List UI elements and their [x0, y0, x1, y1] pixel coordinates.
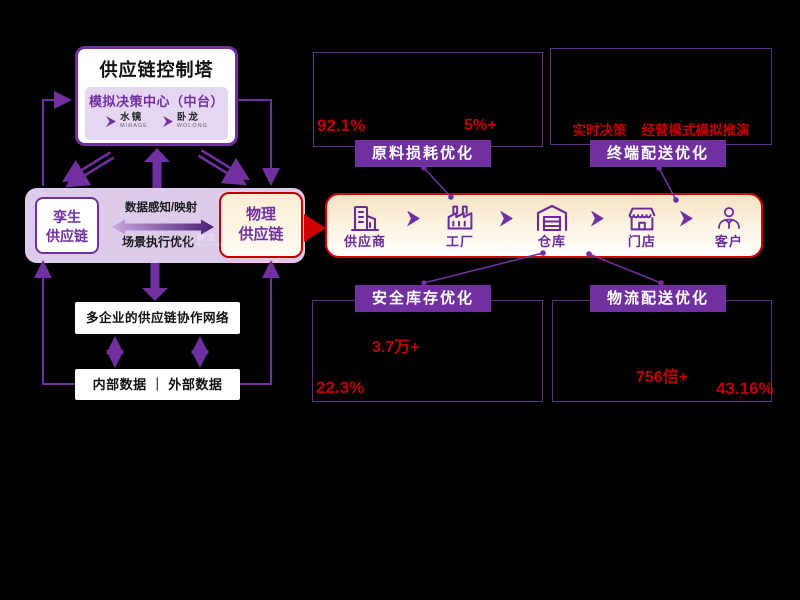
stat-business-model-simulation: 经营模式模拟推演 — [641, 123, 750, 138]
mirage-logo-latin: MIRAGE — [120, 122, 148, 129]
stat-5-plus: 5%+ — [464, 117, 497, 134]
thick-down-arrow-shaft — [150, 263, 160, 289]
mirage-logo-icon — [106, 115, 117, 127]
stat-realtime-decision: 实时决策 — [572, 123, 627, 138]
logistics-optimization-label: 物流配送优化 — [590, 285, 726, 312]
warehouse-icon — [536, 204, 568, 232]
stat-756x-plus: 756倍+ — [636, 369, 689, 386]
store-icon — [628, 207, 656, 231]
thick-up-arrow-head — [144, 148, 170, 162]
loop-data-to-physical — [240, 260, 280, 385]
twin-line2: 供应链 — [46, 227, 88, 244]
wolong-logo-name: 卧龙 — [176, 112, 200, 123]
supply-chain-strip: 供应商 工厂 仓库 — [325, 193, 763, 258]
diagonal-arrow-right — [197, 154, 247, 186]
chain-arrow-icon — [679, 210, 693, 227]
chain-item-factory: 工厂 — [441, 203, 479, 248]
stat-22-3: 22.3% — [316, 378, 365, 397]
building-icon — [350, 205, 380, 232]
diagonal-arrow-left — [65, 156, 115, 188]
wolong-watermark: 卧龙 WOLONG — [186, 234, 224, 248]
chain-item-customer: 客户 — [714, 203, 744, 248]
twin-supply-chain-box: 孪生 供应链 — [35, 197, 99, 254]
diagonal-arrow-right — [200, 149, 250, 181]
stat-37k-plus: 3.7万+ — [372, 339, 420, 356]
wolong-watermark-icon — [186, 236, 195, 245]
chain-arrow-icon — [590, 210, 604, 227]
scenario-execution-label: 场景执行优化 — [121, 235, 194, 249]
physical-line1: 物理 — [245, 206, 276, 223]
mirage-logo-name: 水镜 — [120, 112, 144, 123]
chain-item-warehouse: 仓库 — [534, 203, 570, 248]
connector-chain-to-logistics — [588, 253, 662, 284]
customer-icon — [718, 207, 740, 229]
loop-tower-to-physical — [238, 99, 280, 186]
thick-up-arrow-shaft — [152, 161, 162, 188]
chain-item-supplier: 供应商 — [344, 203, 386, 248]
safety-stock-optimization-label: 安全库存优化 — [355, 285, 491, 312]
internal-external-data-box: 内部数据 ｜ 外部数据 — [75, 369, 240, 400]
mirage-logo: 水镜 MIRAGE — [105, 113, 148, 129]
wolong-logo-latin: WOLONG — [176, 122, 208, 129]
wolong-logo: 卧龙 WOLONG — [162, 113, 208, 129]
loop-data-to-twin — [34, 260, 75, 385]
red-arrow-to-chain — [304, 214, 326, 242]
collaboration-network-box: 多企业的供应链协作网络 — [75, 302, 240, 334]
physical-line2: 供应链 — [238, 226, 284, 244]
wolong-logo-icon — [162, 115, 173, 127]
chain-item-store: 门店 — [625, 203, 659, 248]
loop-band-to-tower — [42, 91, 72, 186]
physical-supply-chain-box: 物理 供应链 — [219, 192, 303, 258]
thick-down-arrow-head — [142, 288, 168, 301]
stat-43-16: 43.16% — [716, 379, 774, 398]
control-tower-title: 供应链控制塔 — [99, 60, 214, 80]
raw-material-optimization-label: 原料损耗优化 — [355, 140, 491, 167]
decision-center-title: 模拟决策中心（中台） — [88, 94, 224, 109]
factory-icon — [447, 205, 473, 230]
data-perception-label: 数据感知/映射 — [124, 202, 198, 214]
control-tower-box: 供应链控制塔 模拟决策中心（中台） 水镜 MIRAGE 卧龙 — [75, 46, 238, 146]
terminal-delivery-optimization-label: 终端配送优化 — [590, 140, 726, 167]
stat-92-1: 92.1% — [317, 116, 366, 135]
twin-line1: 孪生 — [53, 209, 81, 225]
chain-arrow-icon — [499, 210, 513, 227]
diagonal-arrow-left — [61, 151, 112, 183]
chain-arrow-icon — [407, 210, 420, 227]
decision-center-box: 模拟决策中心（中台） 水镜 MIRAGE 卧龙 WOLONG — [85, 87, 228, 140]
